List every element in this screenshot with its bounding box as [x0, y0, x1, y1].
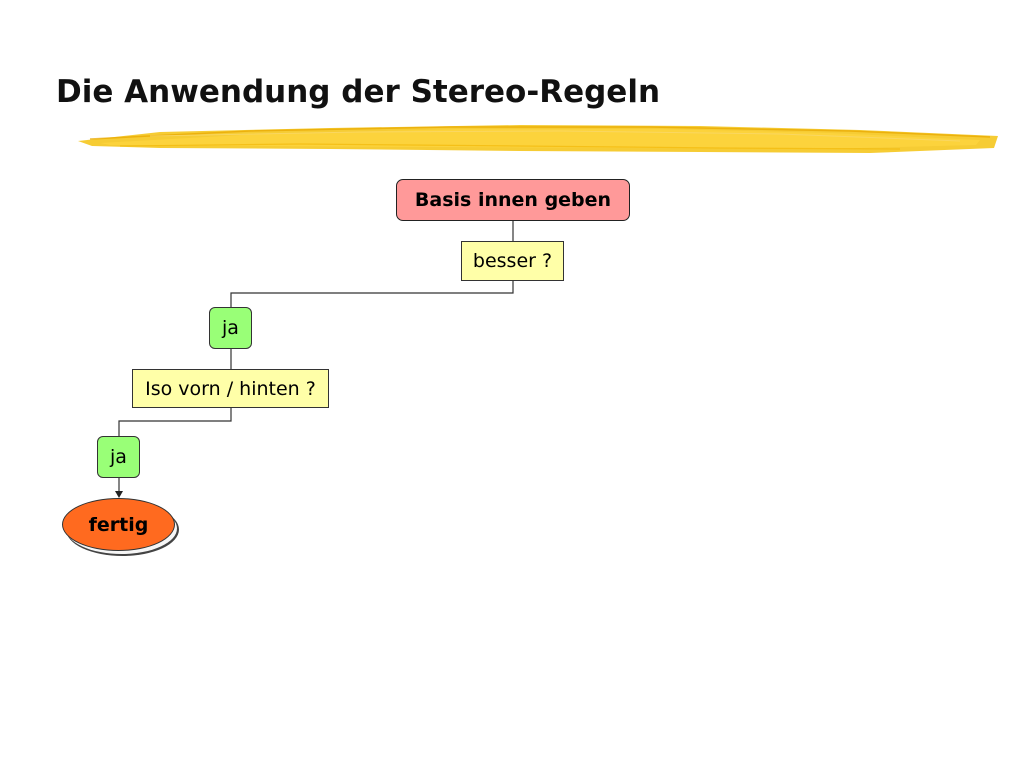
- arrowhead-icon: [115, 491, 123, 498]
- flow-node-fertig: fertig: [62, 498, 175, 551]
- flow-node-label: ja: [222, 317, 239, 339]
- flow-node-label: ja: [110, 446, 127, 468]
- flow-node-ja-2: ja: [97, 436, 140, 478]
- flow-node-besser-question: besser ?: [461, 241, 564, 281]
- flow-node-label: Basis innen geben: [414, 189, 612, 211]
- flow-node-label: fertig: [88, 513, 149, 536]
- flow-node-label: Iso vorn / hinten ?: [145, 377, 316, 400]
- flow-node-iso-vorn-hinten-question: Iso vorn / hinten ?: [132, 369, 329, 408]
- connector-q1-to-yes1: [230, 281, 514, 307]
- flow-node-ja-1: ja: [209, 307, 252, 349]
- connector-q2-to-yes2: [118, 408, 232, 436]
- flow-node-label: besser ?: [472, 250, 553, 272]
- slide-title: Die Anwendung der Stereo-Regeln: [56, 74, 661, 110]
- flow-node-basis-innen-geben: Basis innen geben: [396, 179, 630, 221]
